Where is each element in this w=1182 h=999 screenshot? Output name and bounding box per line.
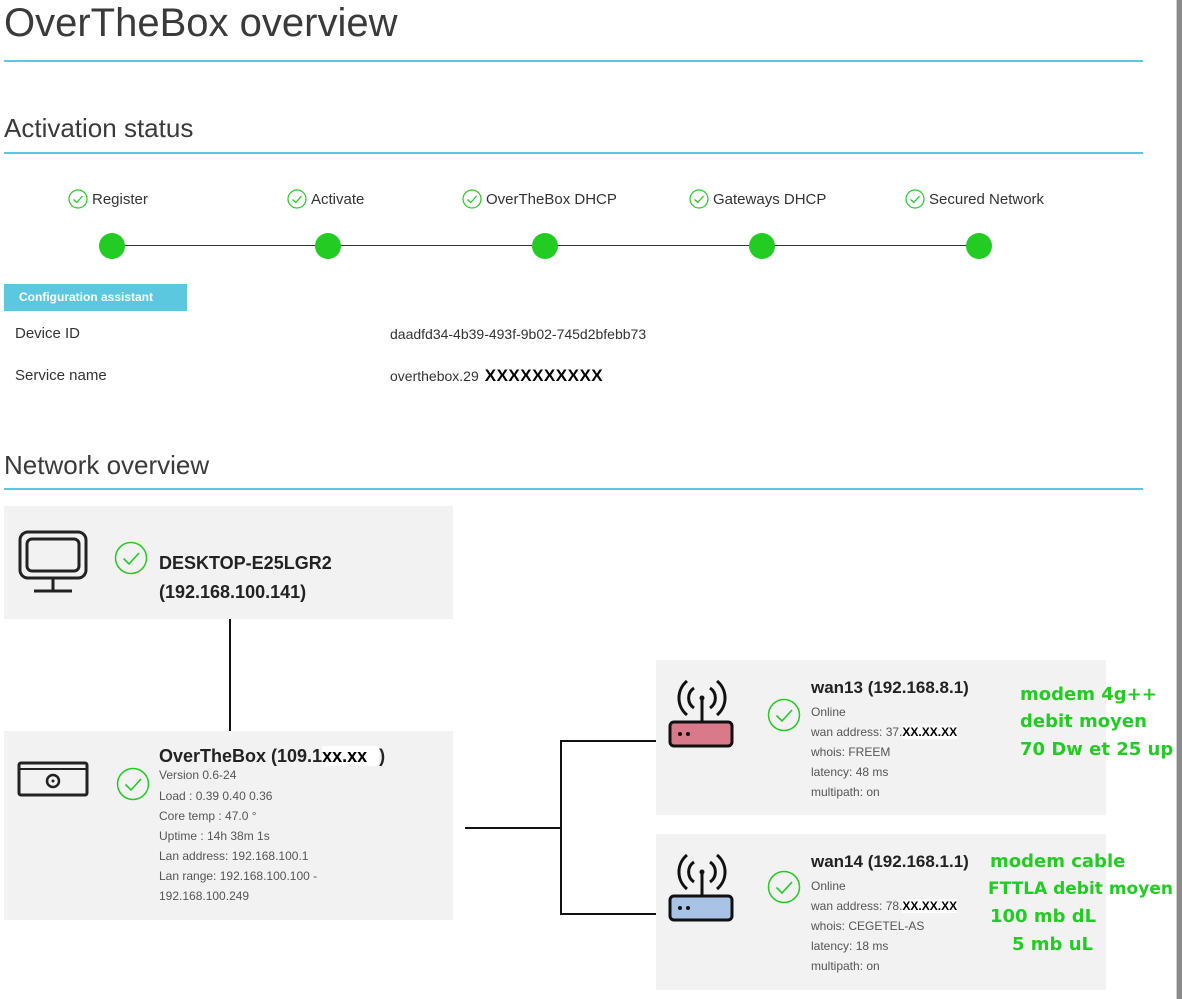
check-circle-icon <box>287 189 307 209</box>
otb-lan-range-end: 192.168.100.249 <box>159 889 250 903</box>
connector-line <box>560 740 562 915</box>
network-section-title: Network overview <box>4 450 210 480</box>
step-register: Register <box>68 186 148 212</box>
wan13-address-text: wan address: 37. <box>811 725 903 739</box>
wan14-status: Online <box>811 879 846 893</box>
annotation-line: modem 4g++ <box>1020 684 1157 705</box>
scrollbar[interactable] <box>1177 0 1182 999</box>
annotation-line: 5 mb uL <box>1012 934 1093 955</box>
page-title: OverTheBox overview <box>4 1 398 45</box>
otb-version: Version 0.6-24 <box>159 768 237 782</box>
check-circle-icon <box>767 870 801 904</box>
step-activate: Activate <box>287 186 364 212</box>
progress-dot <box>749 233 775 259</box>
network-divider <box>4 488 1143 490</box>
connector-line <box>229 619 231 732</box>
client-panel[interactable]: DESKTOP-E25LGR2 (192.168.100.141) <box>4 506 453 619</box>
wan13-latency: latency: 48 ms <box>811 765 889 779</box>
activation-section-title: Activation status <box>4 113 194 143</box>
step-label: Gateways DHCP <box>713 190 827 208</box>
scrollbar-edge <box>1176 0 1177 999</box>
device-id-value: daadfd34-4b39-493f-9b02-745d2bfebb73 <box>390 326 647 342</box>
check-circle-icon <box>905 189 925 209</box>
otb-title-redacted: xx.xx <box>322 746 380 766</box>
wan13-status: Online <box>811 705 846 719</box>
otb-title-text: OverTheBox (109.1 <box>159 746 323 766</box>
otb-load: Load : 0.39 0.40 0.36 <box>159 789 273 803</box>
check-circle-icon <box>462 189 482 209</box>
client-hostname: DESKTOP-E25LGR2 <box>159 553 332 573</box>
check-circle-icon <box>767 698 801 732</box>
wan14-title: wan14 (192.168.1.1) <box>811 852 969 871</box>
wan13-whois: whois: FREEM <box>811 745 891 759</box>
device-id-label: Device ID <box>15 325 81 342</box>
wan14-address-text: wan address: 78. <box>811 899 903 913</box>
connector-line <box>560 740 656 742</box>
annotation-line: debit moyen <box>1020 711 1147 732</box>
check-circle-icon <box>116 767 150 801</box>
annotation-line: 100 mb dL <box>990 906 1097 927</box>
otb-title-suffix: ) <box>379 746 386 766</box>
otb-lan-address: Lan address: 192.168.100.1 <box>159 849 309 863</box>
service-name-text: overthebox.29 <box>390 368 479 384</box>
otb-uptime: Uptime : 14h 38m 1s <box>159 829 270 843</box>
otb-title: OverTheBox (109.1xx.xx) <box>159 743 385 769</box>
step-label: Register <box>92 190 148 208</box>
check-circle-icon <box>689 189 709 209</box>
annotation-line: modem cable <box>990 851 1126 872</box>
title-divider <box>4 60 1143 62</box>
service-name-value: overthebox.29 XXXXXXXXXX <box>390 366 603 386</box>
client-ip: (192.168.100.141) <box>159 582 307 602</box>
wan14-panel[interactable]: wan14 (192.168.1.1) Online wan address: … <box>656 834 1106 990</box>
wan14-address: wan address: 78.XX.XX.XX <box>811 896 958 916</box>
overthebox-panel[interactable]: OverTheBox (109.1xx.xx) Version 0.6-24 L… <box>4 731 453 920</box>
wan13-address: wan address: 37.XX.XX.XX <box>811 722 958 742</box>
wan14-latency: latency: 18 ms <box>811 939 889 953</box>
monitor-icon <box>18 530 88 593</box>
router-icon <box>668 679 734 748</box>
step-label: Secured Network <box>929 190 1045 208</box>
progress-dot <box>99 233 125 259</box>
connector-line <box>465 827 561 829</box>
step-gateways-dhcp: Gateways DHCP <box>689 186 826 212</box>
step-label: Activate <box>311 190 365 208</box>
wan13-title: wan13 (192.168.8.1) <box>811 678 969 697</box>
connector-line <box>560 913 656 915</box>
configuration-assistant-button[interactable]: Configuration assistant <box>4 284 187 311</box>
wan13-panel[interactable]: wan13 (192.168.8.1) Online wan address: … <box>656 660 1106 815</box>
wan13-address-redacted: XX.XX.XX <box>902 725 958 739</box>
check-circle-icon <box>68 189 88 209</box>
step-otb-dhcp: OverTheBox DHCP <box>462 186 617 212</box>
progress-dot <box>532 233 558 259</box>
step-label: OverTheBox DHCP <box>486 190 617 208</box>
wan14-multipath: multipath: on <box>811 959 880 973</box>
service-name-label: Service name <box>15 367 107 384</box>
otb-core-temp: Core temp : 47.0 ° <box>159 809 257 823</box>
step-secured-network: Secured Network <box>905 186 1044 212</box>
progress-dot <box>966 233 992 259</box>
box-device-icon <box>17 761 89 797</box>
wan14-address-redacted: XX.XX.XX <box>902 899 958 913</box>
progress-dot <box>315 233 341 259</box>
otb-lan-range: Lan range: 192.168.100.100 - <box>159 869 318 883</box>
annotation-line: FTTLA debit moyen <box>988 879 1173 899</box>
wan14-whois: whois: CEGETEL-AS <box>811 919 925 933</box>
router-icon <box>668 853 734 922</box>
check-circle-icon <box>114 541 148 575</box>
activation-divider <box>4 152 1143 154</box>
service-name-redacted: XXXXXXXXXX <box>484 366 604 385</box>
annotation-line: 70 Dw et 25 up <box>1020 739 1174 760</box>
wan13-multipath: multipath: on <box>811 785 880 799</box>
